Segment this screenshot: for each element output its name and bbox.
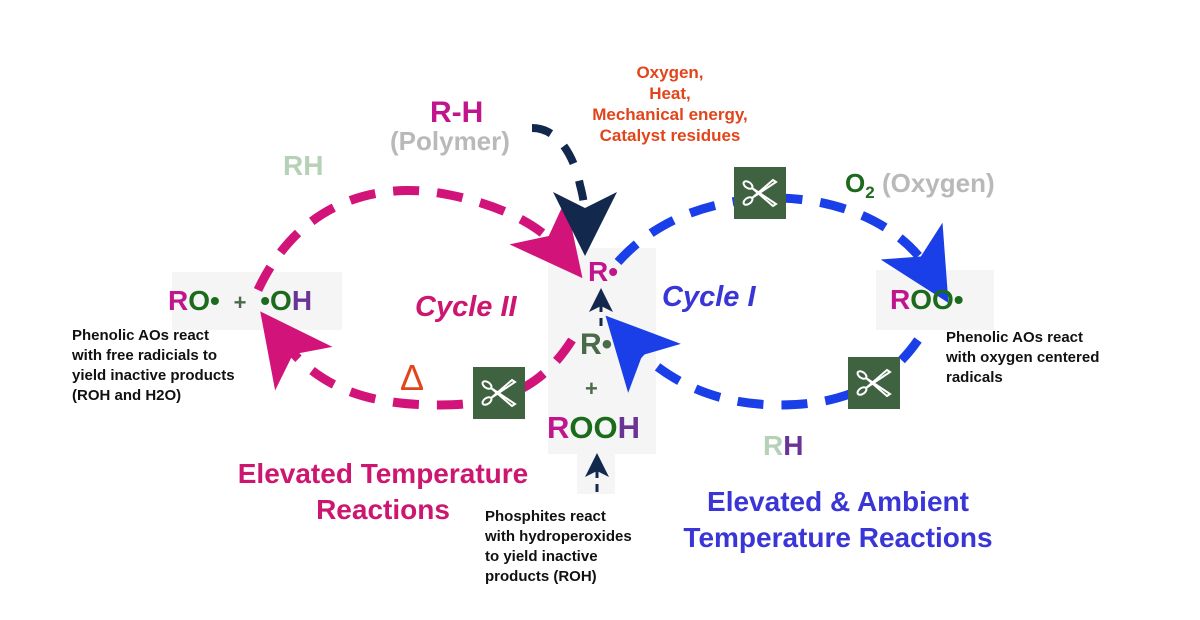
rh-r: R [763, 430, 784, 461]
note-line: Phenolic AOs react [72, 327, 209, 344]
r-radical-top: R• [588, 258, 618, 286]
heading-line: Reactions [316, 494, 450, 525]
ro-plus: + [233, 290, 247, 315]
polymer-label: (Polymer) [390, 126, 510, 156]
heading-line: Elevated & Ambient [707, 486, 969, 517]
r-letter: R [580, 328, 602, 361]
note-line: with free radicials to [72, 347, 218, 364]
cycle-ii-label: Cycle II [415, 291, 517, 323]
scissors-icon [473, 367, 525, 419]
cycle-i-label: Cycle I [662, 281, 756, 313]
roo-radical: ROO• [890, 286, 964, 314]
roo-oo-dot: OO• [910, 284, 964, 315]
cycle-i-rh: RH [763, 432, 803, 460]
rooh-formula: ROOH [547, 412, 640, 443]
oh-h: H [291, 285, 313, 316]
heading-line: Temperature Reactions [683, 522, 993, 553]
center-note: Phosphites react with hydroperoxides to … [485, 507, 632, 587]
o2-o: O [845, 168, 866, 198]
cycle-i-note: Phenolic AOs react with oxygen centered … [946, 328, 1099, 388]
condition-item: Catalyst residues [599, 126, 741, 145]
cycle-ii-rh-label: RH [283, 150, 324, 181]
conditions-list: Oxygen, Heat, Mechanical energy, Catalys… [570, 62, 770, 146]
delta-symbol: Δ [400, 357, 425, 398]
o2-name: (Oxygen) [881, 168, 995, 198]
ro-oh-products: RO• + •OH [168, 287, 312, 315]
note-line: products (ROH) [485, 568, 597, 585]
cycle-ii-top-arrow [253, 185, 583, 292]
note-line: to yield inactive [485, 548, 598, 565]
cycle-ii-heading: Elevated Temperature Reactions [228, 456, 538, 528]
note-line: Phenolic AOs react [946, 329, 1083, 346]
scissors-icon [734, 167, 786, 219]
rooh-h: H [617, 410, 641, 445]
cycle-ii-bottom-arrow [260, 311, 576, 410]
scissors-icon [848, 357, 900, 409]
condition-item: Heat, [649, 84, 691, 103]
cycle-ii-note: Phenolic AOs react with free radicials t… [72, 326, 235, 406]
note-line: Phosphites react [485, 508, 606, 525]
polymer-formula: R-H [430, 96, 484, 129]
r-letter: R [588, 256, 609, 287]
r-radical-mid: R• [580, 330, 612, 360]
rooh-r: R [547, 410, 570, 445]
condition-item: Mechanical energy, [592, 105, 748, 124]
rooh-oo: OO [569, 410, 618, 445]
radical-dot: • [601, 328, 613, 361]
condition-item: Oxygen, [636, 63, 704, 82]
radical-dot: • [608, 256, 619, 287]
cycle-i-heading: Elevated & Ambient Temperature Reactions [668, 484, 1008, 556]
rh-h: H [783, 430, 804, 461]
ro-r: R [168, 285, 189, 316]
heading-line: Elevated Temperature [237, 458, 529, 489]
note-line: yield inactive products [72, 367, 235, 384]
note-line: with hydroperoxides [485, 528, 632, 545]
note-line: radicals [946, 369, 1003, 386]
initiation-arrow [531, 124, 617, 256]
roo-r: R [890, 284, 911, 315]
o2-label: O2 (Oxygen) [845, 170, 995, 201]
note-line: with oxygen centered [946, 349, 1100, 366]
o2-subscript: 2 [865, 183, 875, 203]
center-plus: + [585, 376, 598, 401]
oh-dot-o: •O [260, 285, 292, 316]
note-line: (ROH and H2O) [72, 387, 182, 404]
ro-o-dot: O• [188, 285, 220, 316]
